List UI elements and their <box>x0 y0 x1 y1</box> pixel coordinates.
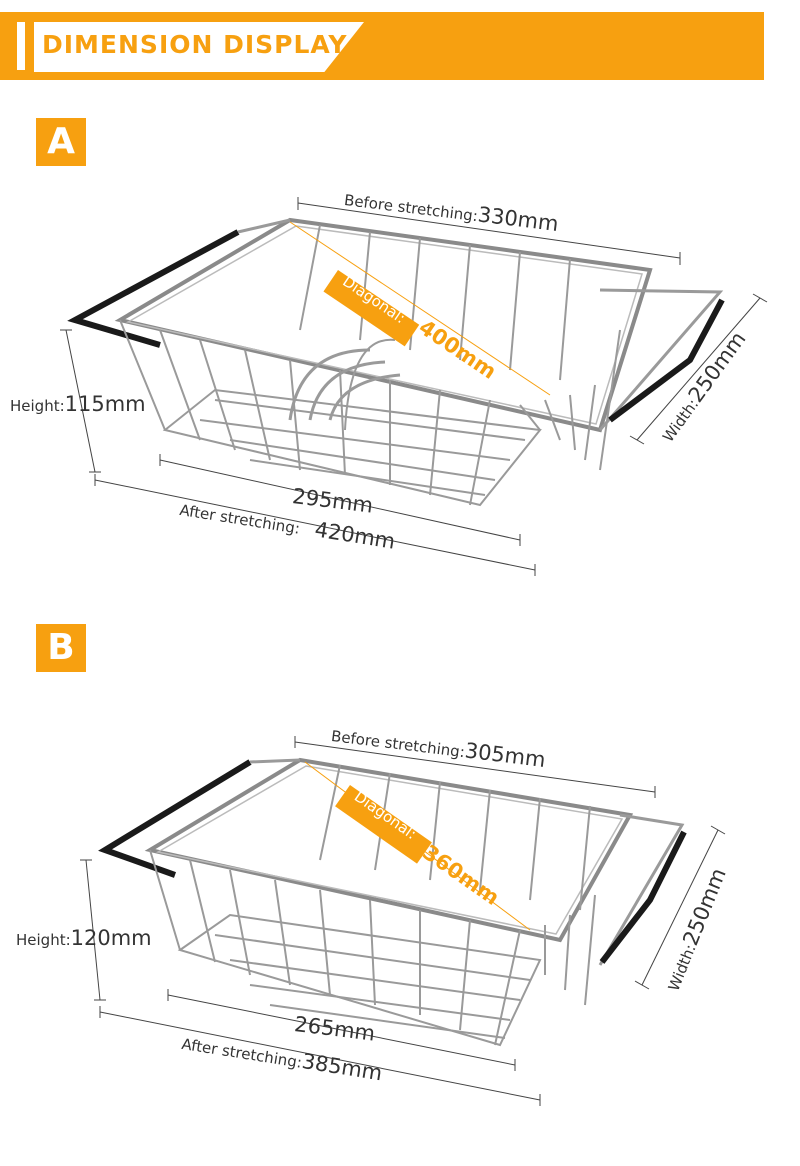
b-height-value: 120mm <box>70 926 152 950</box>
a-height-value: 115mm <box>64 392 146 416</box>
banner-title-tab <box>34 22 364 72</box>
a-height-dimension: Height:115mm <box>10 392 146 416</box>
section-a-badge: A <box>36 118 86 166</box>
basket-a-illustration <box>67 217 725 507</box>
basket-b-dimension-lines <box>80 736 726 1106</box>
section-b-badge: B <box>36 624 86 672</box>
basket-a-diagonal-tag <box>323 270 420 347</box>
a-height-label: Height: <box>10 397 65 415</box>
page-title: DIMENSION DISPLAY <box>42 30 348 59</box>
basket-b-diagonal-tag <box>335 785 432 864</box>
basket-b-illustration <box>98 757 687 1047</box>
basket-a-dimension-lines <box>60 197 768 576</box>
b-height-label: Height: <box>16 931 71 949</box>
banner-accent-bar <box>17 22 25 70</box>
b-height-dimension: Height:120mm <box>16 926 152 950</box>
header-banner: DIMENSION DISPLAY <box>0 12 764 80</box>
